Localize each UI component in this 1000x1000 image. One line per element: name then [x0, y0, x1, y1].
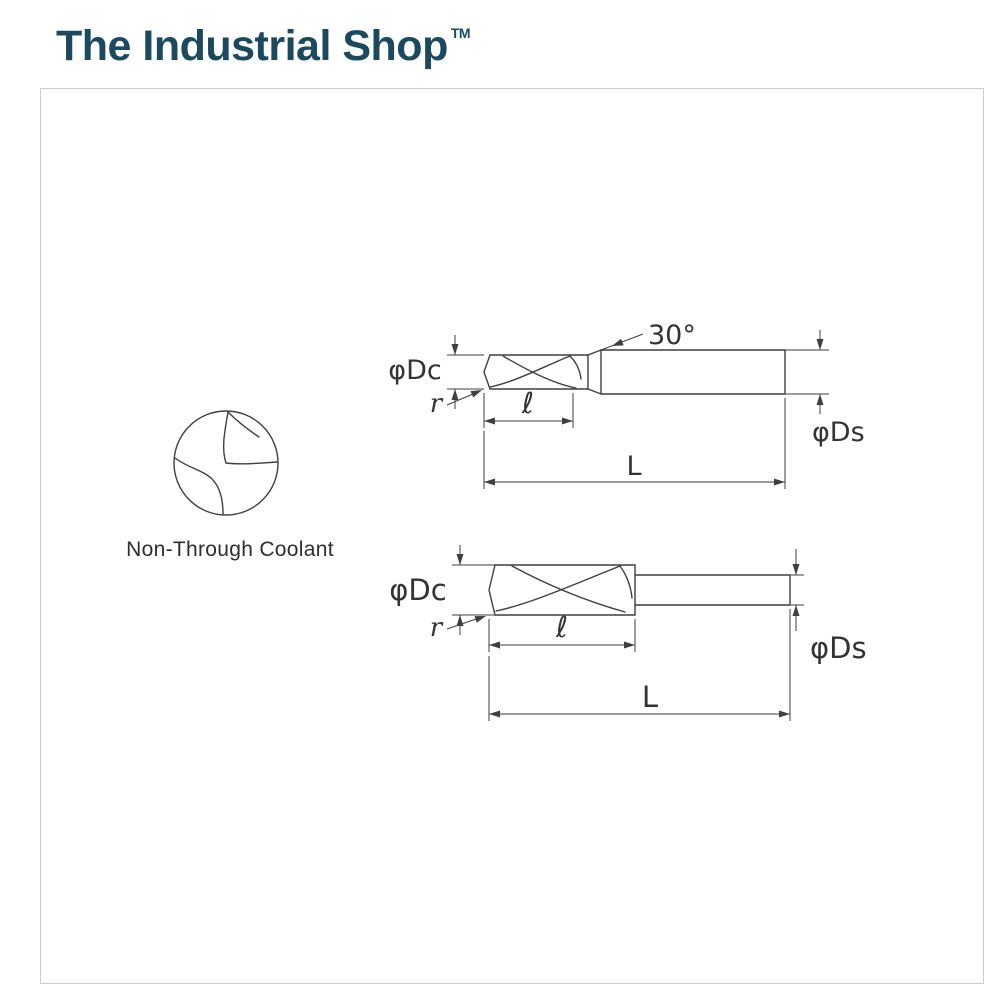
end-view: Non-Through Coolant: [126, 410, 334, 561]
dc-arrow-down: [451, 344, 459, 355]
flute-helix-2: [502, 355, 577, 389]
brand-name: The Industrial Shop: [56, 22, 448, 70]
r-leader-line: [446, 393, 474, 406]
flute-gash-upper-right: [227, 411, 260, 438]
ds-dimension-lines: [785, 330, 829, 414]
ds-arrow-up: [792, 605, 800, 616]
r-leader-line: [446, 618, 477, 630]
flute-runout: [569, 355, 582, 380]
ds-label: φDs: [810, 631, 867, 665]
side-view-top: φDc 30° r ℓ L φDs: [388, 320, 865, 489]
ds-arrow-down: [816, 339, 824, 350]
dc-label: φDc: [388, 355, 441, 386]
r-arrow: [470, 390, 482, 398]
flute-length-arrow-right: [562, 417, 573, 425]
overall-length-arrow-left: [484, 478, 495, 486]
flute-length-arrow-right: [624, 641, 635, 649]
overall-length-arrow-right: [774, 478, 785, 486]
r-label: r: [430, 389, 444, 419]
trademark-symbol: TM: [450, 25, 471, 41]
cutting-edge-horizontal: [225, 461, 278, 465]
dc-arrow-up: [456, 615, 464, 626]
dc-dimension-lines: [452, 545, 495, 635]
ds-dimension-lines: [790, 549, 804, 631]
overall-length-arrow-right: [779, 710, 790, 718]
ds-arrow-up: [816, 394, 824, 405]
dc-dimension-lines: [447, 335, 484, 409]
dc-arrow-up: [451, 389, 459, 400]
overall-length-arrow-left: [489, 710, 500, 718]
r-arrow: [474, 616, 486, 623]
overall-length-label: L: [626, 451, 641, 482]
overall-length-label: L: [642, 680, 658, 714]
ds-label: φDs: [812, 417, 865, 448]
flute-length-label: ℓ: [555, 610, 568, 644]
flute-length-label: ℓ: [521, 386, 534, 420]
cutting-edge-vertical: [222, 411, 229, 464]
side-view-bottom: φDc r ℓ L φDs: [389, 545, 867, 721]
angle-arrow: [612, 338, 624, 346]
flute-length-arrow-left: [489, 641, 500, 649]
r-label: r: [430, 613, 444, 643]
dc-label: φDc: [389, 573, 446, 607]
coolant-caption: Non-Through Coolant: [126, 538, 334, 561]
taper-and-shank: [587, 349, 786, 395]
end-view-circle: [173, 410, 279, 516]
cutter-tip: [488, 564, 496, 616]
ds-arrow-down: [792, 564, 800, 575]
content-frame: [40, 88, 984, 984]
flute-gash-lower-left: [174, 457, 224, 515]
flute-length-dimension-lines: [488, 619, 636, 652]
dc-arrow-down: [456, 554, 464, 565]
flute-length-dimension-lines: [483, 393, 574, 428]
overall-length-dimension-lines: [488, 609, 791, 721]
flute-helix-2: [511, 565, 626, 613]
overall-length-dimension-lines: [483, 398, 786, 489]
flute-runout: [619, 565, 633, 599]
angle-label: 30°: [648, 320, 696, 351]
flute-helix-1: [489, 355, 571, 388]
cutter-tip: [483, 354, 491, 390]
flute-length-arrow-left: [484, 417, 495, 425]
shank-outline: [634, 574, 791, 606]
flute-helix-1: [495, 565, 621, 612]
